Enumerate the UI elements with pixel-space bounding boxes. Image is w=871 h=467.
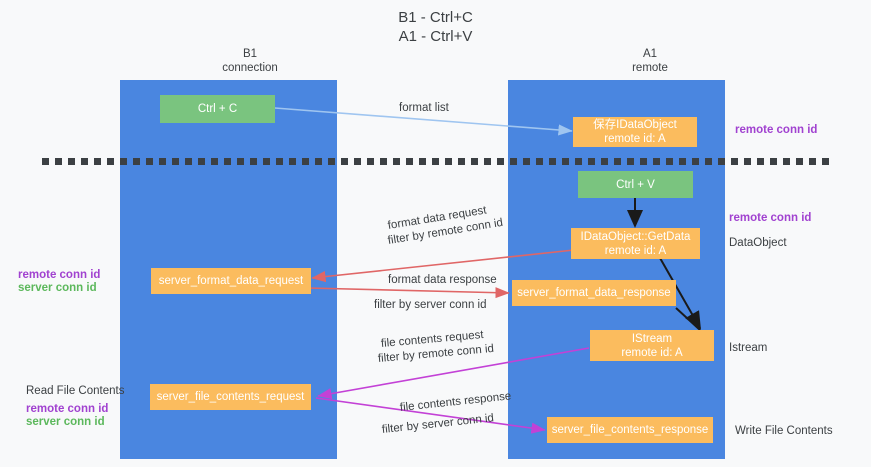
column-heading-b1: B1 connection <box>222 48 278 74</box>
annotation-read-file-contents: Read File Contents <box>26 385 125 397</box>
annotation-left-server-conn-id-bottom: server conn id <box>26 416 105 428</box>
annotation-remote-conn-id-top: remote conn id <box>735 124 818 136</box>
node-idataobject-getdata[interactable]: IDataObject::GetData remote id: A <box>571 228 700 259</box>
annotation-dataobject: DataObject <box>729 237 787 249</box>
node-ctrl-c[interactable]: Ctrl + C <box>160 95 275 123</box>
annotation-remote-conn-id-mid: remote conn id <box>729 212 812 224</box>
annotation-left-remote-conn-id-bottom: remote conn id <box>26 403 109 415</box>
annotation-left-server-conn-id-mid: server conn id <box>18 282 97 294</box>
edge-format-data-response <box>307 287 510 299</box>
label-file-contents-response: file contents response <box>399 390 512 414</box>
annotation-istream: Istream <box>729 342 768 354</box>
node-server-format-data-request[interactable]: server_format_data_request <box>151 268 311 294</box>
label-format-list: format list <box>399 102 449 114</box>
annotation-write-file-contents: Write File Contents <box>735 425 833 437</box>
filter-prefix: filter by <box>374 299 415 311</box>
filter-key-server-conn-id: server conn id <box>414 299 487 311</box>
node-save-idataobject[interactable]: 保存IDataObject remote id: A <box>573 117 697 147</box>
label-file-contents-response-filter: filter by server conn id <box>381 411 494 438</box>
annotation-left-remote-conn-id-mid: remote conn id <box>18 269 101 281</box>
filter-prefix: filter by <box>377 349 419 365</box>
column-heading-a1: A1 remote <box>632 48 668 74</box>
label-format-data-response: format data response <box>388 274 497 286</box>
filter-prefix: filter by <box>381 419 423 436</box>
node-server-file-contents-request[interactable]: server_file_contents_request <box>150 384 311 410</box>
node-server-format-data-response[interactable]: server_format_data_response <box>512 280 676 306</box>
node-istream[interactable]: IStream remote id: A <box>590 330 714 361</box>
page-title: B1 - Ctrl+C A1 - Ctrl+V <box>398 9 473 45</box>
label-format-data-response-filter: filter by server conn id <box>374 298 487 313</box>
filter-key-server-conn-id: server conn id <box>421 412 495 432</box>
phase-divider <box>42 158 832 165</box>
node-server-file-contents-response[interactable]: server_file_contents_response <box>547 417 713 443</box>
node-ctrl-v[interactable]: Ctrl + V <box>578 171 693 198</box>
